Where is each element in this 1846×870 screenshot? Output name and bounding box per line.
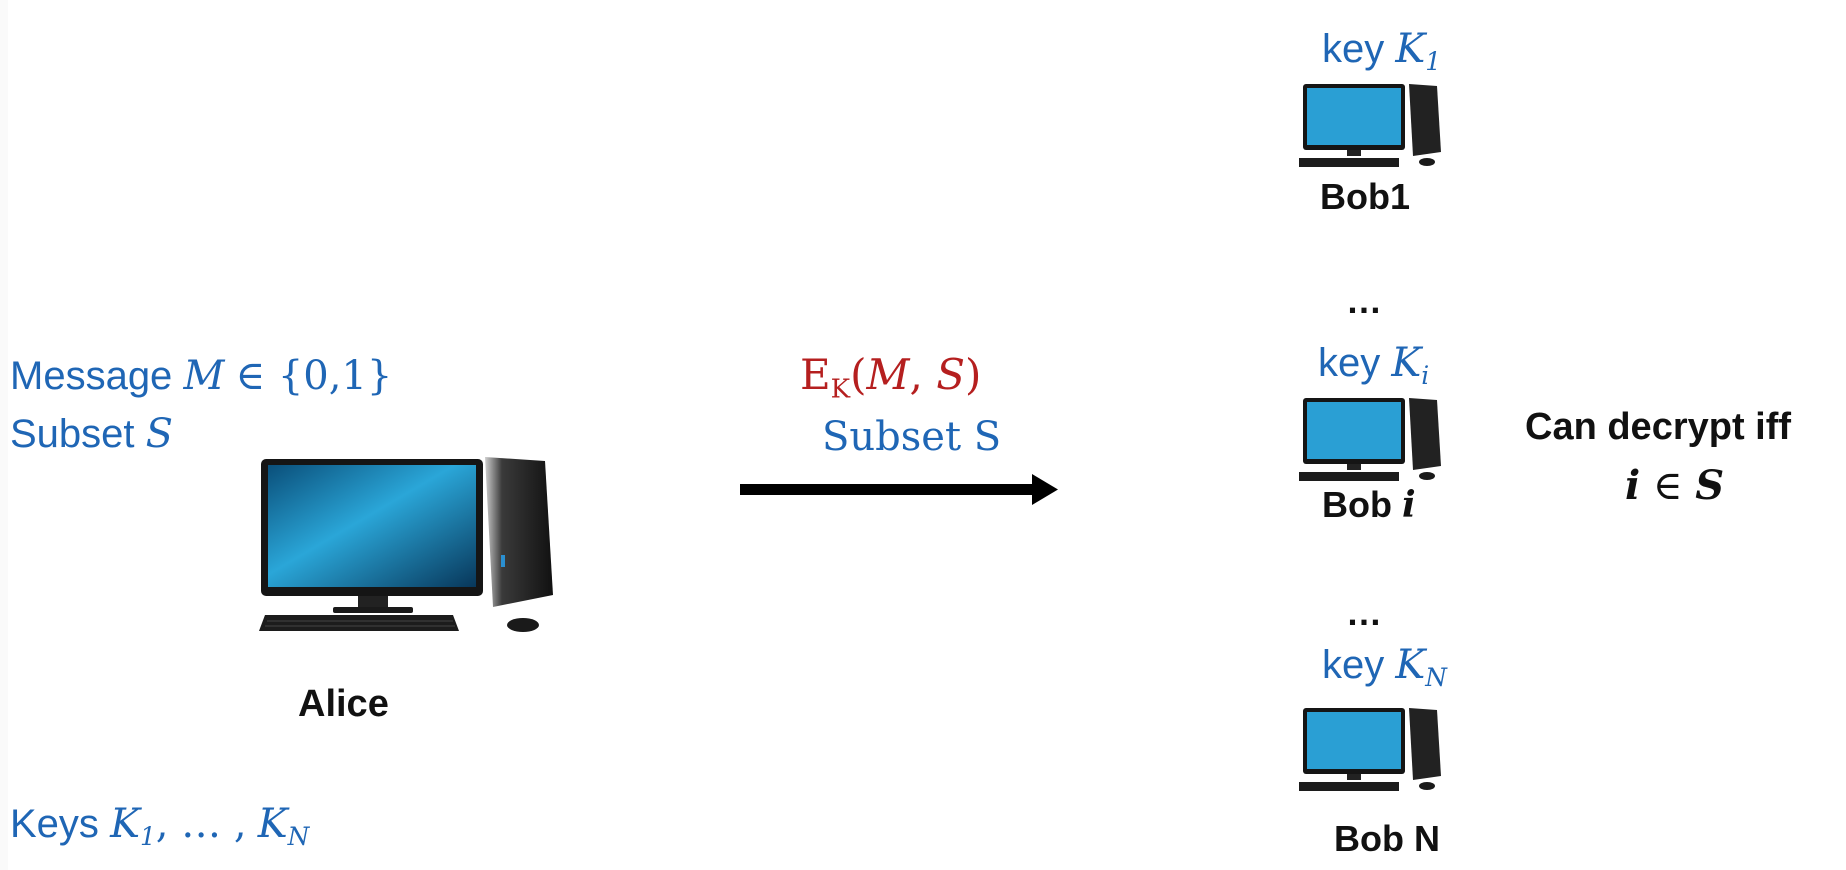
key-label-bobn: key KN (1322, 642, 1447, 692)
message-label: Message M ∈ {0,1} (10, 353, 393, 399)
right-arrow-icon (740, 474, 1058, 505)
decrypt-condition-line2: i ∈ S (1625, 462, 1725, 509)
key-label-bob1: key K1 (1322, 26, 1442, 76)
alice-computer-icon (259, 457, 553, 632)
bob1-computer-icon (1299, 84, 1441, 167)
bobi-name: Bob i (1322, 484, 1416, 526)
keys-label: Keys K1, … , KN (10, 801, 310, 851)
ellipsis-lower: … (1346, 592, 1382, 633)
key-label-bobi: key Ki (1318, 340, 1430, 390)
bobi-computer-icon (1299, 398, 1441, 481)
subset-label: Subset S (10, 411, 174, 457)
transmission-subset-label: Subset S (822, 414, 1002, 460)
decrypt-condition-line1: Can decrypt iff (1525, 406, 1792, 448)
encryption-label: EK(M, S) (800, 350, 982, 405)
alice-name: Alice (298, 683, 389, 725)
ellipsis-upper: … (1346, 280, 1382, 321)
page-edge-shade (0, 0, 8, 870)
bobn-computer-icon (1299, 708, 1441, 791)
bob1-name: Bob1 (1320, 176, 1410, 217)
bobn-name: Bob N (1334, 818, 1440, 859)
